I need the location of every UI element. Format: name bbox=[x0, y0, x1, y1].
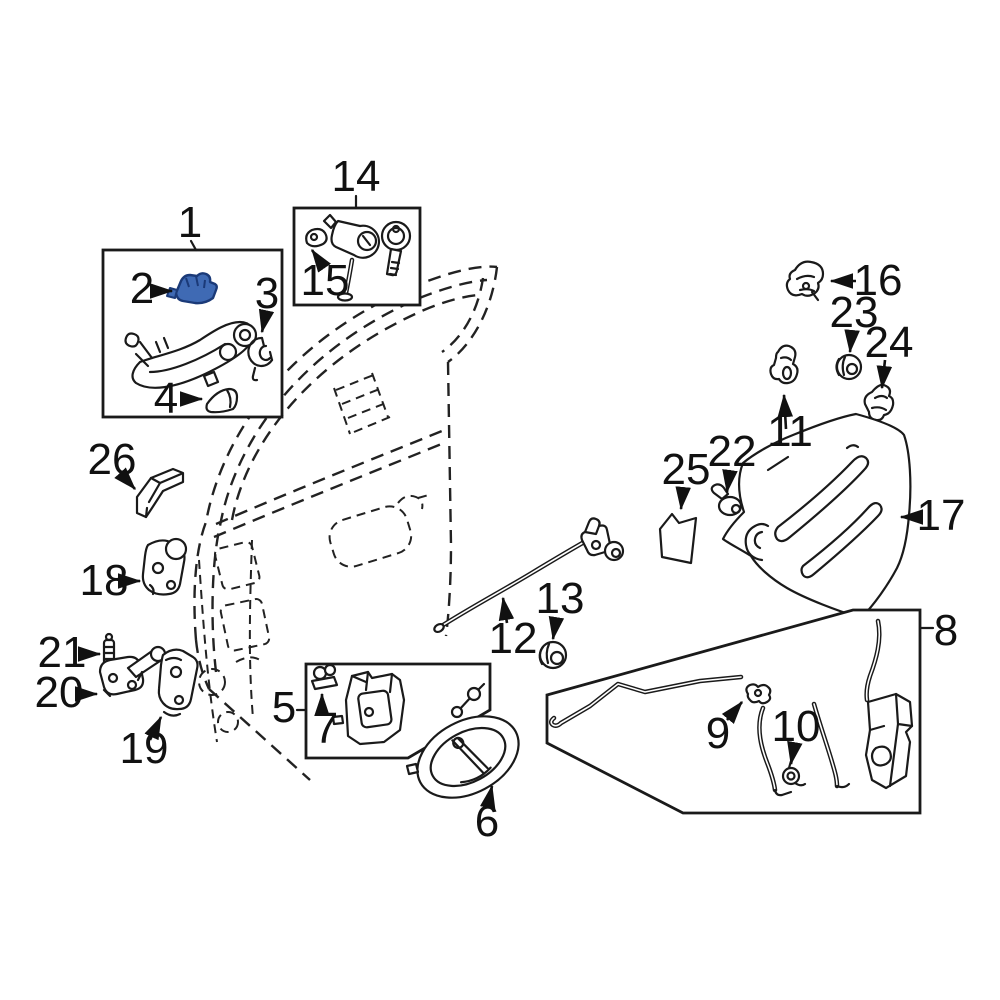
exterior-door-handle bbox=[124, 320, 258, 389]
callout-14: 14 bbox=[332, 152, 381, 201]
callout-8: 8 bbox=[934, 606, 958, 655]
part-15-cap bbox=[305, 227, 328, 248]
callout-26: 26 bbox=[88, 435, 137, 484]
key bbox=[380, 220, 412, 277]
callout-4: 4 bbox=[154, 374, 178, 423]
callout-11: 11 bbox=[767, 407, 813, 456]
part-13-grommet bbox=[538, 640, 568, 670]
part-26-bracket bbox=[135, 467, 185, 519]
callout-24: 24 bbox=[865, 318, 914, 367]
lock-rod-long bbox=[549, 674, 744, 728]
part-12-rod bbox=[433, 517, 625, 634]
callout-16: 16 bbox=[854, 256, 903, 305]
callout-17: 17 bbox=[917, 491, 966, 540]
callout-10: 10 bbox=[772, 702, 821, 751]
callout-15: 15 bbox=[301, 256, 350, 305]
callout-2: 2 bbox=[130, 264, 154, 313]
callout-6: 6 bbox=[475, 797, 499, 846]
callout-13: 13 bbox=[536, 574, 585, 623]
door-latch bbox=[864, 618, 914, 790]
callout-19: 19 bbox=[120, 724, 169, 773]
part-19-hinge bbox=[157, 648, 199, 717]
callout-1: 1 bbox=[178, 198, 202, 247]
callout-18: 18 bbox=[80, 556, 129, 605]
callout-23: 23 bbox=[830, 288, 879, 337]
part-4-cover bbox=[205, 387, 239, 414]
callout-9: 9 bbox=[706, 709, 730, 758]
part-9-clip bbox=[745, 683, 772, 705]
part-24-bracket bbox=[863, 383, 895, 422]
part-25-patch bbox=[658, 512, 698, 565]
part-3-clip bbox=[247, 336, 274, 382]
part-lock-knob-lever bbox=[450, 682, 486, 719]
lock-rod-b bbox=[811, 701, 851, 789]
callout-25: 25 bbox=[662, 445, 711, 494]
part-22-grommet bbox=[710, 483, 743, 517]
part-20-door-check bbox=[98, 645, 167, 698]
callout-20: 20 bbox=[35, 668, 84, 717]
callout-arrows bbox=[74, 248, 924, 810]
callout-5: 5 bbox=[272, 683, 296, 732]
callout-3: 3 bbox=[255, 269, 279, 318]
part-7-clip bbox=[310, 663, 339, 691]
part-17-water-shield bbox=[721, 412, 912, 620]
lock-cylinder bbox=[322, 213, 380, 302]
part-16-clip bbox=[785, 260, 825, 302]
part-18-hinge bbox=[141, 537, 188, 596]
lock-rod-a bbox=[757, 705, 793, 797]
callout-22: 22 bbox=[708, 427, 757, 476]
part-23-grommet bbox=[835, 353, 863, 381]
inner-handle-mechanism bbox=[331, 670, 406, 746]
part-11-striker bbox=[769, 344, 799, 385]
callout-12: 12 bbox=[489, 614, 538, 663]
callout-21: 21 bbox=[38, 628, 87, 677]
callout-labels: 1 2 3 4 5 6 7 8 9 10 11 12 13 14 15 16 1… bbox=[35, 152, 966, 846]
callout-7: 7 bbox=[314, 704, 338, 753]
